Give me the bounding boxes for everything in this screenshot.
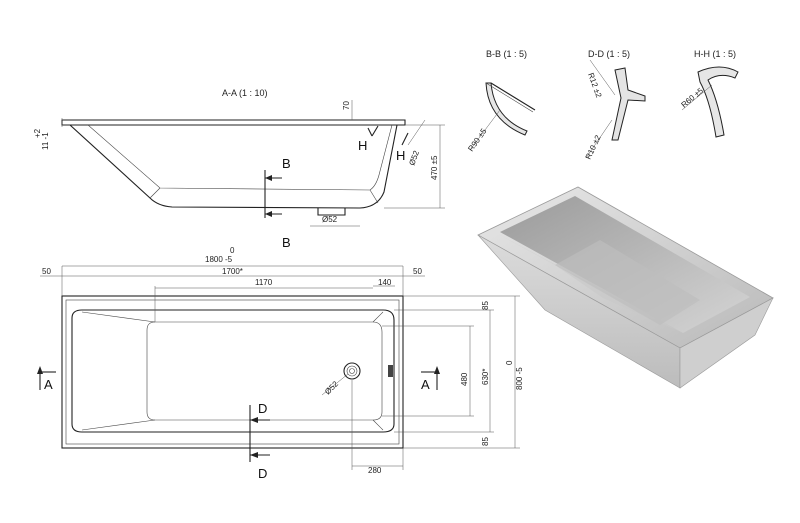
marker-b-top: B	[282, 156, 291, 171]
radius-dd-1: R12 ±2	[586, 72, 603, 100]
marker-a-left: A	[44, 377, 53, 392]
marker-h-2: H	[396, 148, 405, 163]
dim-50-left: 50	[42, 267, 51, 276]
radius-bb: R90 ±5	[466, 126, 488, 153]
marker-b-bottom: B	[282, 235, 291, 250]
dim-dia52-b: Ø52	[322, 215, 338, 224]
section-hh-view: H-H (1 : 5) R60 ±5	[680, 49, 739, 138]
section-dd-title: D-D (1 : 5)	[588, 49, 630, 59]
radius-dd-2: R10 ±2	[584, 133, 603, 161]
dim-1800-zero: 0	[230, 246, 235, 255]
tol-left: 11 -1	[41, 132, 50, 150]
tol-left-plus: +2	[33, 128, 42, 138]
section-aa-view: A-A (1 : 10) 11 -1 +2 70 470 ±5 Ø52 Ø52 …	[33, 88, 445, 250]
dim-280: 280	[368, 466, 382, 475]
marker-d-bottom: D	[258, 466, 267, 481]
dim-85-bot: 85	[481, 437, 490, 446]
dim-470: 470 ±5	[430, 155, 439, 180]
plan-view: Ø52 0 1800 -5 1700* 1170 140 50 50 0 800…	[37, 246, 524, 481]
section-dd-view: D-D (1 : 5) R12 ±2 R10 ±2	[584, 49, 646, 161]
dim-800-zero: 0	[505, 360, 514, 365]
dim-800: 800 -5	[515, 367, 524, 390]
dim-drain: Ø52	[323, 379, 340, 396]
dim-140: 140	[378, 278, 392, 287]
marker-a-right: A	[421, 377, 430, 392]
radius-hh: R60 ±5	[680, 86, 706, 110]
section-aa-title: A-A (1 : 10)	[222, 88, 268, 98]
dim-480: 480	[460, 372, 469, 386]
dim-70: 70	[342, 101, 351, 110]
section-bb-view: B-B (1 : 5) R90 ±5	[466, 49, 536, 153]
dim-1800: 1800 -5	[205, 255, 233, 264]
marker-h-1: H	[358, 138, 367, 153]
section-bb-title: B-B (1 : 5)	[486, 49, 527, 59]
dim-1700: 1700*	[222, 267, 243, 276]
marker-d-top: D	[258, 401, 267, 416]
dim-630: 630*	[481, 369, 490, 385]
section-hh-title: H-H (1 : 5)	[694, 49, 736, 59]
dim-85-top: 85	[481, 301, 490, 310]
bathtub-3d-render	[477, 186, 774, 389]
dim-1170: 1170	[255, 278, 273, 287]
dim-50-right: 50	[413, 267, 422, 276]
dim-dia52-a: Ø52	[407, 149, 421, 167]
